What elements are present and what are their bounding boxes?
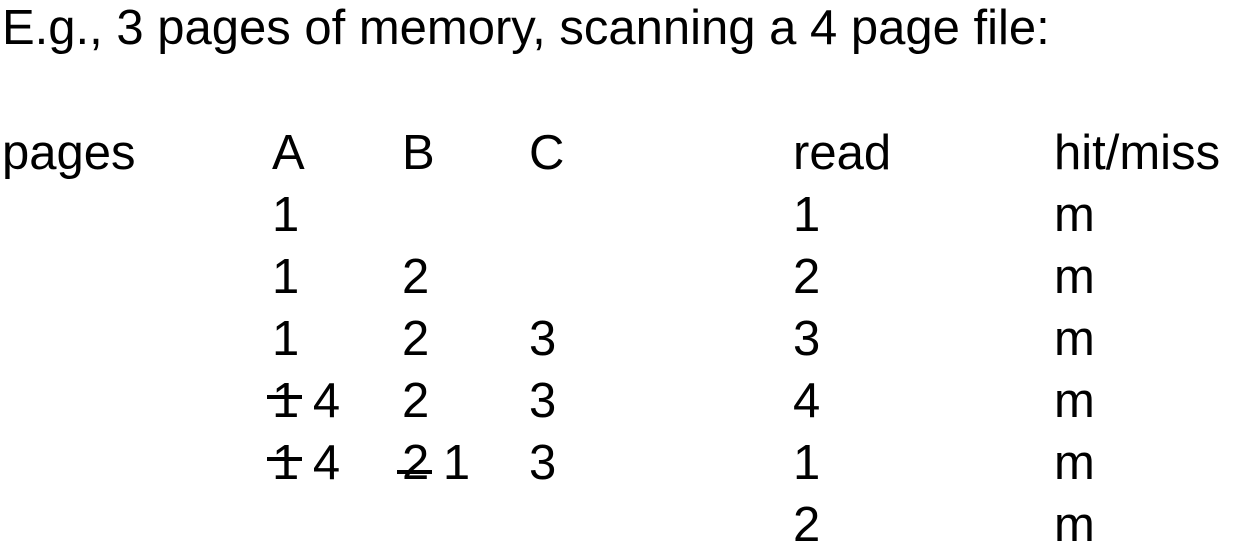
page-number: 3 [529,374,557,428]
cell-pages-row1 [0,184,272,246]
cell-read-row3: 3 [793,312,821,366]
evicted-page-number: 1 [266,432,303,494]
page-number: 2 [402,312,430,366]
page-title: E.g., 3 pages of memory, scanning a 4 pa… [2,1,1050,55]
cell-pages-row6 [0,494,272,556]
cell-read-row6: 2 [793,498,821,552]
cell-hit-miss-row1: m [1054,188,1095,242]
header-hit-miss: hit/miss [1054,126,1221,180]
page-number: 1 [272,250,300,304]
page-number: 2 [402,374,430,428]
cell-frame-a-row1: 1 [272,184,402,246]
page-number: 1 [272,312,300,366]
page-number: 4 [312,374,341,428]
cell-frame-a-row5: 1 4 [266,432,402,494]
cell-hit-miss-row2: m [1054,250,1095,304]
page-number: 3 [529,436,557,490]
cell-frame-c-row5: 3 [529,432,793,494]
cell-frame-c-row1 [529,184,793,246]
cell-read-row4: 4 [793,374,821,428]
cell-read-row1: 1 [793,188,821,242]
cell-frame-b-row1 [402,184,529,246]
cell-hit-miss-row5: m [1054,436,1095,490]
page-number: 1 [442,436,471,490]
cell-read-row2: 2 [793,250,821,304]
cell-frame-a-row6 [272,494,402,556]
cell-frame-b-row4: 2 [402,370,529,432]
page-number: 4 [312,436,341,490]
cell-frame-a-row2: 1 [272,246,402,308]
header-frame-c: C [529,126,565,180]
cell-frame-c-row2 [529,246,793,308]
cell-frame-b-row2: 2 [402,246,529,308]
cell-hit-miss-row3: m [1054,312,1095,366]
cell-read-row5: 1 [793,436,821,490]
header-read: read [793,126,892,180]
evicted-page-number: 2 [396,432,433,494]
cell-hit-miss-row4: m [1054,374,1095,428]
evicted-page-number: 1 [266,370,303,432]
cell-frame-b-row5: 2 1 [396,432,529,494]
cell-frame-a-row3: 1 [272,308,402,370]
header-pages: pages [2,126,136,180]
cell-frame-b-row3: 2 [402,308,529,370]
cell-pages-row3 [0,308,272,370]
header-frame-b: B [402,126,435,180]
cell-hit-miss-row6: m [1054,498,1095,552]
cell-frame-c-row6 [529,494,793,556]
page-number: 1 [272,188,300,242]
cell-pages-row4 [0,370,272,432]
cell-frame-c-row4: 3 [529,370,793,432]
cell-frame-a-row4: 1 4 [266,370,402,432]
header-frame-a: A [272,126,305,180]
page-number: 3 [529,312,557,366]
cell-pages-row2 [0,246,272,308]
page-number: 2 [402,250,430,304]
cell-frame-c-row3: 3 [529,308,793,370]
cell-pages-row5 [0,432,272,494]
cell-frame-b-row6 [402,494,529,556]
